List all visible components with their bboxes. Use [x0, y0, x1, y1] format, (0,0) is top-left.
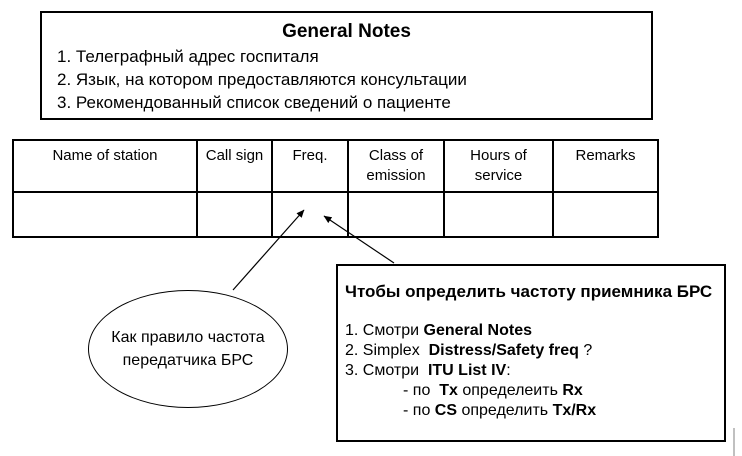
col-header-name-of-station: Name of station: [12, 139, 198, 193]
page-edge-artifact: [733, 428, 735, 456]
list-item: 2. Simplex Distress/Safety freq ?: [345, 342, 593, 359]
list-item: 2. Язык, на котором предоставляются конс…: [57, 70, 467, 89]
cell-name-of-station: [12, 191, 198, 238]
general-notes-list: 1. Телеграфный адрес госпиталя 2. Язык, н…: [57, 45, 651, 114]
list-item: 3. Рекомендованный список сведений о пац…: [57, 93, 451, 112]
receiver-steps-list: 1. Смотри General Notes 2. Simplex Distre…: [345, 321, 720, 421]
general-notes-title: General Notes: [282, 21, 411, 42]
col-header-remarks: Remarks: [552, 139, 659, 193]
list-item: 3. Смотри ITU List IV:: [345, 362, 511, 379]
cell-hours-of-service: [443, 191, 554, 238]
list-item: 1. Телеграфный адрес госпиталя: [57, 47, 319, 66]
list-item: - по Tx определеить Rx: [403, 382, 583, 399]
ellipse-note-line: Как правило частота: [111, 329, 265, 346]
col-header-freq: Freq.: [271, 139, 349, 193]
table-header-row: Name of station Call sign Freq. Class of…: [12, 139, 659, 193]
cell-freq: [271, 191, 349, 238]
transmitter-freq-ellipse: Как правило частота передатчика БРС: [88, 290, 288, 408]
col-header-call-sign: Call sign: [196, 139, 273, 193]
col-header-hours-of-service: Hours of service: [443, 139, 554, 193]
list-item: 1. Смотри General Notes: [345, 322, 532, 339]
table-row: [12, 191, 659, 238]
station-table: Name of station Call sign Freq. Class of…: [12, 139, 659, 238]
list-item: - по CS определить Tx/Rx: [403, 402, 597, 419]
general-notes-box: General Notes 1. Телеграфный адрес госпи…: [40, 11, 653, 120]
cell-remarks: [552, 191, 659, 238]
col-header-class-of-emission: Class of emission: [347, 139, 445, 193]
ellipse-note-line: передатчика БРС: [122, 352, 254, 369]
receiver-box-title: Чтобы определить частоту приемника БРС: [345, 282, 713, 301]
receiver-freq-box: Чтобы определить частоту приемника БРС 1…: [336, 264, 726, 442]
cell-class-of-emission: [347, 191, 445, 238]
cell-call-sign: [196, 191, 273, 238]
